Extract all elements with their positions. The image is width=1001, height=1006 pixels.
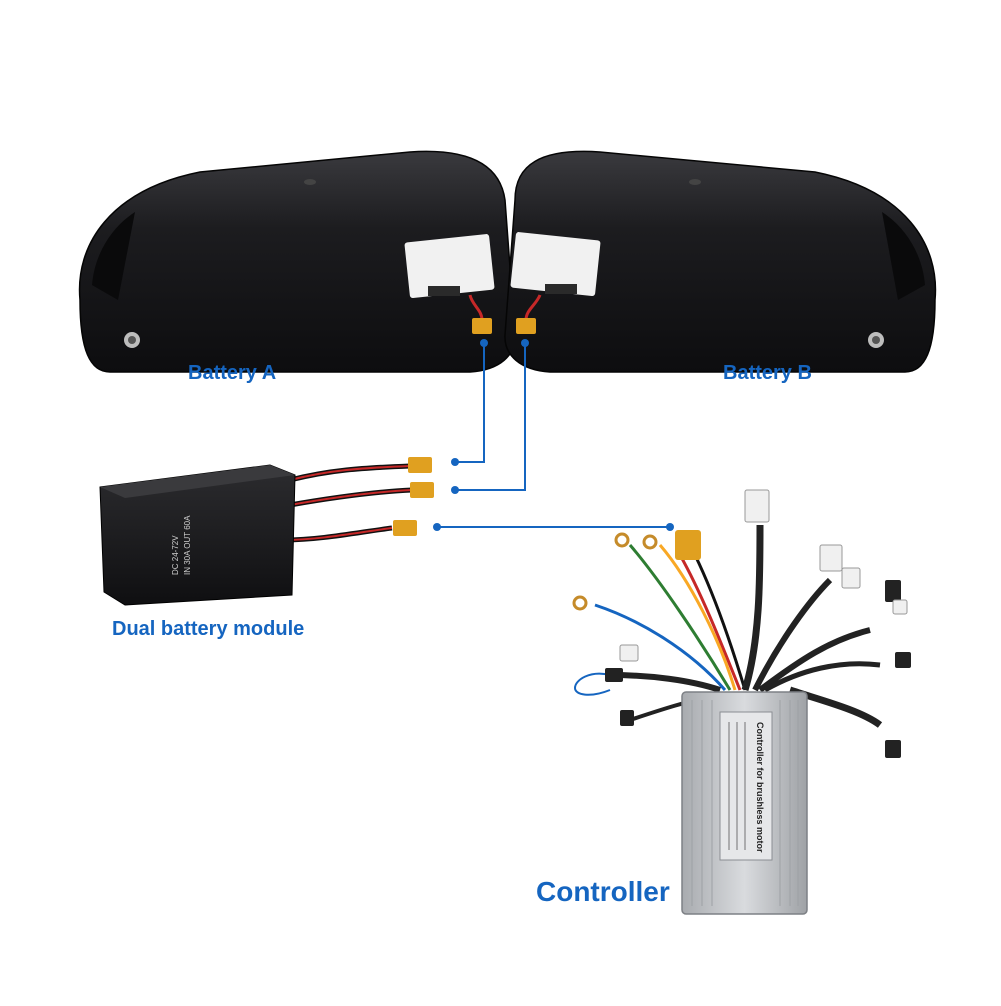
connector-lines	[437, 343, 670, 528]
dual-battery-module-label: Dual battery module	[112, 618, 305, 640]
battery-a	[78, 150, 516, 373]
battery-a-label: Battery A	[188, 362, 277, 384]
controller-connectors	[572, 489, 911, 758]
battery-b	[504, 150, 937, 373]
controller-print-title: Controller for brushless motor	[755, 722, 765, 853]
battery-a-xt60-connector	[472, 318, 492, 334]
controller-xt60-connector	[675, 530, 701, 560]
battery-a-sticker	[404, 234, 495, 299]
line-battery-b-to-module	[455, 343, 526, 491]
controller-label: Controller	[536, 876, 670, 907]
controller: Controller for brushless motor	[681, 691, 808, 915]
dual-battery-module: DC 24-72V IN 30A OUT 60A	[99, 457, 434, 606]
line-battery-a-to-module	[455, 343, 485, 463]
battery-b-xt60-connector	[516, 318, 536, 334]
battery-b-sticker	[510, 232, 601, 297]
connector-dots	[433, 339, 674, 531]
module-print-line2: IN 30A OUT 60A	[183, 515, 192, 575]
module-print-line1: DC 24-72V	[171, 535, 180, 575]
battery-b-label: Battery B	[723, 362, 812, 384]
